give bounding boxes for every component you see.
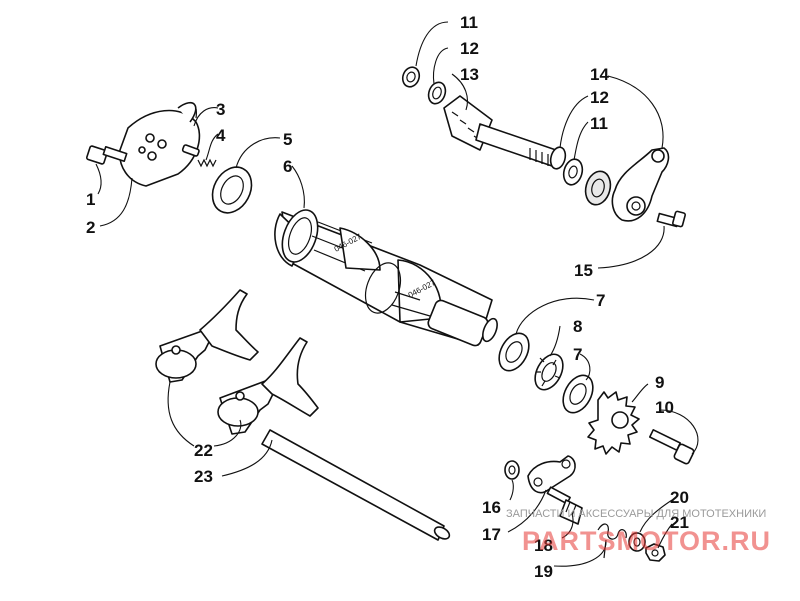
shift-fork-lower bbox=[217, 337, 319, 435]
callout-1: 1 bbox=[86, 190, 95, 209]
watermark-logo: PARTSMOTOR.RU bbox=[522, 526, 771, 556]
callout-labels: 1 2 3 4 5 6 11 12 13 14 12 11 15 7 8 7 9… bbox=[86, 13, 689, 581]
washer-11-top bbox=[401, 66, 421, 88]
stopper-bolt bbox=[546, 486, 583, 525]
detent-spring bbox=[197, 158, 217, 168]
leader-lines bbox=[95, 21, 699, 567]
shift-shaft bbox=[443, 95, 557, 167]
callout-19: 19 bbox=[534, 562, 553, 581]
callout-12-top: 12 bbox=[460, 39, 479, 58]
washer-12-top bbox=[427, 81, 447, 105]
callout-6: 6 bbox=[283, 157, 292, 176]
callout-3: 3 bbox=[216, 100, 225, 119]
washer-20 bbox=[628, 532, 646, 552]
callout-4: 4 bbox=[216, 126, 226, 145]
housing-bolt bbox=[85, 145, 128, 165]
callout-7-upper: 7 bbox=[596, 291, 605, 310]
callout-9: 9 bbox=[655, 373, 664, 392]
shift-fork-upper bbox=[155, 289, 259, 383]
callout-8: 8 bbox=[573, 317, 582, 336]
washer-7-upper bbox=[498, 332, 530, 372]
washer-16 bbox=[504, 460, 520, 480]
nut-21 bbox=[645, 543, 666, 562]
shift-arm bbox=[611, 147, 670, 222]
callout-11-top: 11 bbox=[460, 13, 478, 32]
callout-16: 16 bbox=[482, 498, 501, 517]
callout-15: 15 bbox=[574, 261, 593, 280]
callout-12-side: 12 bbox=[590, 88, 609, 107]
callout-11-side: 11 bbox=[590, 114, 608, 133]
shift-sensor-housing bbox=[119, 102, 201, 187]
callout-23: 23 bbox=[194, 467, 213, 486]
washer-11-side bbox=[562, 158, 584, 186]
callout-13: 13 bbox=[460, 65, 479, 84]
callout-22: 22 bbox=[194, 441, 213, 460]
callout-21: 21 bbox=[670, 513, 689, 532]
washer-5 bbox=[211, 166, 253, 214]
callout-14: 14 bbox=[590, 65, 609, 84]
watermark: ЗАПЧАСТИ И АКСЕССУАРЫ ДЛЯ МОТОТЕХНИКИ PA… bbox=[506, 508, 771, 556]
washer-7-lower bbox=[562, 374, 594, 414]
shift-drum: 046-027 046-027 bbox=[274, 209, 498, 347]
callout-10: 10 bbox=[655, 398, 674, 417]
arm-bolt bbox=[656, 210, 686, 228]
callout-17: 17 bbox=[482, 525, 501, 544]
stopper-plate bbox=[527, 455, 576, 494]
index-gear bbox=[587, 391, 640, 455]
washer-12-side bbox=[549, 146, 567, 170]
star-washer bbox=[534, 353, 564, 391]
watermark-caption: ЗАПЧАСТИ И АКСЕССУАРЫ ДЛЯ МОТОТЕХНИКИ bbox=[506, 508, 766, 520]
gear-bolt bbox=[648, 429, 695, 465]
fork-rod bbox=[261, 429, 451, 541]
callout-7-lower: 7 bbox=[573, 345, 582, 364]
callout-5: 5 bbox=[283, 130, 292, 149]
callout-20: 20 bbox=[670, 488, 689, 507]
shaft-bearing bbox=[584, 170, 612, 206]
callout-18: 18 bbox=[534, 536, 553, 555]
detent-pin bbox=[181, 144, 200, 157]
callout-2: 2 bbox=[86, 218, 95, 237]
